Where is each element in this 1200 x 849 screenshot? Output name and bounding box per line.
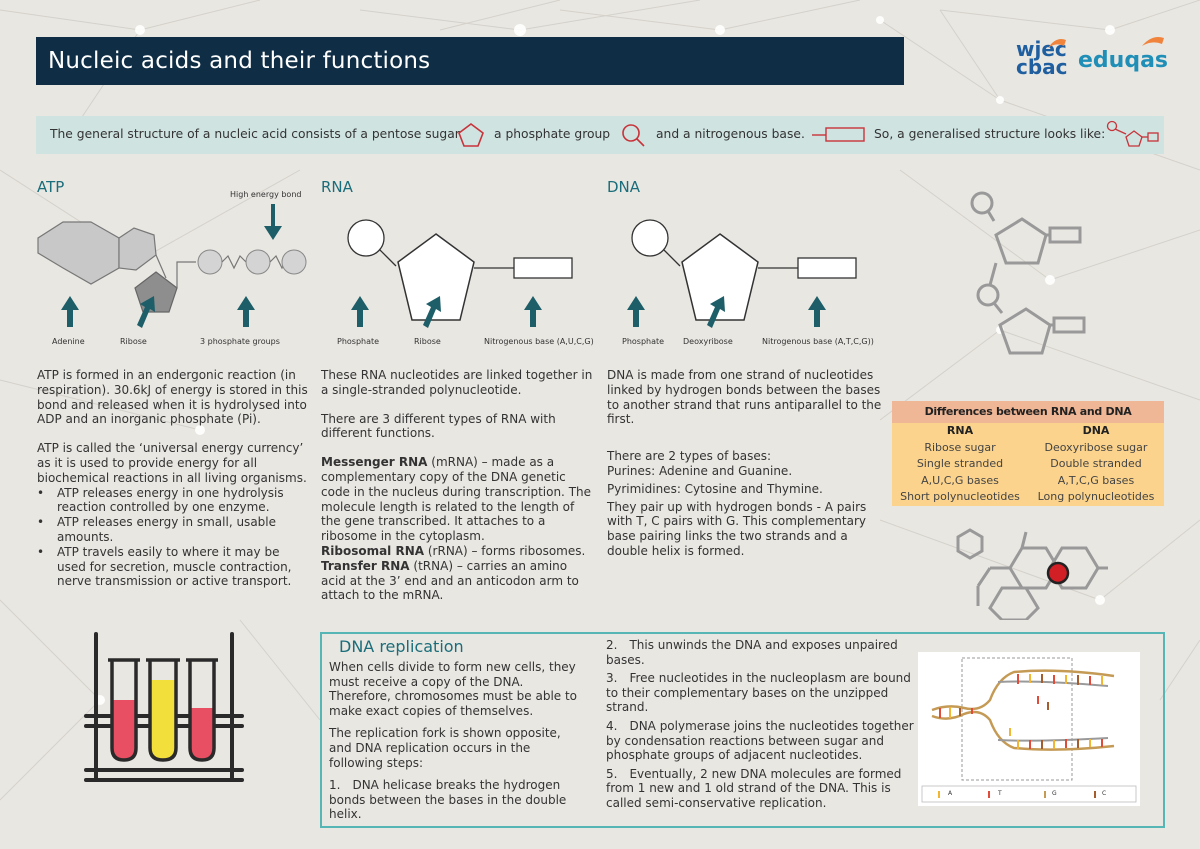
intro-text-base: and a nitrogenous base.: [656, 127, 805, 141]
replication-fork-image: A T G C: [918, 652, 1140, 806]
rna-phosphate-arrow-icon: [351, 296, 369, 327]
intro-text-sugar: The general structure of a nucleic acid …: [50, 127, 460, 141]
dna-text: DNA is made from one strand of nucleotid…: [607, 368, 882, 558]
intro-text-phosphate: a phosphate group: [494, 127, 611, 141]
dna-phosphate-label: Phosphate: [622, 337, 665, 346]
table-row: Ribose sugar Deoxyribose sugar: [892, 439, 1164, 456]
rna-ribose-label: Ribose: [414, 337, 441, 346]
legend-t-label: T: [998, 790, 1002, 797]
ribose-label: Ribose: [120, 337, 147, 346]
legend-a-label: A: [948, 790, 953, 797]
table-header-row: RNA DNA: [892, 423, 1164, 440]
differences-table-title: Differences between RNA and DNA: [892, 401, 1164, 423]
phosphate-circle-icon: [622, 124, 645, 147]
rna-phosphate-label: Phosphate: [337, 337, 380, 346]
rna-text: These RNA nucleotides are linked togethe…: [321, 368, 593, 603]
rna-nucleotide-diagram: [347, 219, 573, 321]
dna-deoxyribose-arrow-icon: [707, 296, 725, 328]
intro-text-generalised: So, a generalised structure looks like:: [874, 127, 1106, 141]
phosphates-label: 3 phosphate groups: [200, 337, 280, 346]
adenine-label: Adenine: [52, 337, 85, 346]
ribose-arrow-icon: [137, 296, 155, 328]
list-item: ATP releases energy in small, usable amo…: [37, 515, 309, 545]
atp-text: ATP is formed in an endergonic reaction …: [37, 368, 309, 589]
replication-fork-diagram: [921, 657, 1137, 803]
rna-base-label: Nitrogenous base (A,U,C,G): [484, 337, 594, 346]
polynucleotide-icon: [970, 191, 1086, 355]
eduqas-logo: eduqas: [1078, 48, 1169, 73]
legend-c-label: C: [1102, 790, 1107, 797]
table-row: Short polynucleotides Long polynucleotid…: [892, 489, 1164, 506]
rna-ribose-arrow-icon: [423, 296, 441, 328]
dna-heading: DNA: [607, 178, 641, 196]
page-title: Nucleic acids and their functions: [36, 37, 904, 85]
replication-steps-text: 2. This unwinds the DNA and exposes unpa…: [606, 638, 914, 810]
list-item: ATP releases energy in one hydrolysis re…: [37, 486, 309, 516]
intro-bar: The general structure of a nucleic acid …: [36, 116, 1164, 154]
differences-table: Differences between RNA and DNA RNA DNA …: [892, 401, 1164, 506]
eduqas-logo-swoosh-icon: [1142, 37, 1164, 46]
dna-nucleotide-diagram: [631, 219, 857, 321]
dna-base-label: Nitrogenous base (A,T,C,G)): [762, 337, 874, 346]
replication-intro-text: When cells divide to form new cells, the…: [329, 660, 578, 822]
legend-g-label: G: [1052, 790, 1057, 797]
phosphate-arrow-icon: [237, 296, 255, 327]
dna-base-arrow-icon: [808, 296, 826, 327]
dna-deoxyribose-label: Deoxyribose: [683, 337, 733, 346]
dna-phosphate-arrow-icon: [627, 296, 645, 327]
rna-heading: RNA: [321, 178, 353, 196]
pentagon-icon: [458, 123, 484, 147]
test-tubes-icon: [84, 632, 244, 782]
adenine-arrow-icon: [61, 296, 79, 327]
dna-replication-heading: DNA replication: [339, 637, 464, 656]
dna-replication-box: [320, 632, 1165, 828]
atp-heading: ATP: [37, 178, 65, 196]
list-item: ATP travels easily to where it may be us…: [37, 545, 309, 589]
high-energy-bond-label: High energy bond: [230, 190, 302, 199]
table-row: Single stranded Double stranded: [892, 456, 1164, 473]
rna-base-arrow-icon: [524, 296, 542, 327]
wjec-logo-swoosh-icon: [1048, 39, 1066, 48]
base-rectangle-icon: [812, 127, 865, 142]
table-row: A,U,C,G bases A,T,C,G bases: [892, 472, 1164, 489]
generalised-nucleotide-icon: [1106, 120, 1159, 147]
molecule-hexagons-icon: [956, 528, 1108, 620]
